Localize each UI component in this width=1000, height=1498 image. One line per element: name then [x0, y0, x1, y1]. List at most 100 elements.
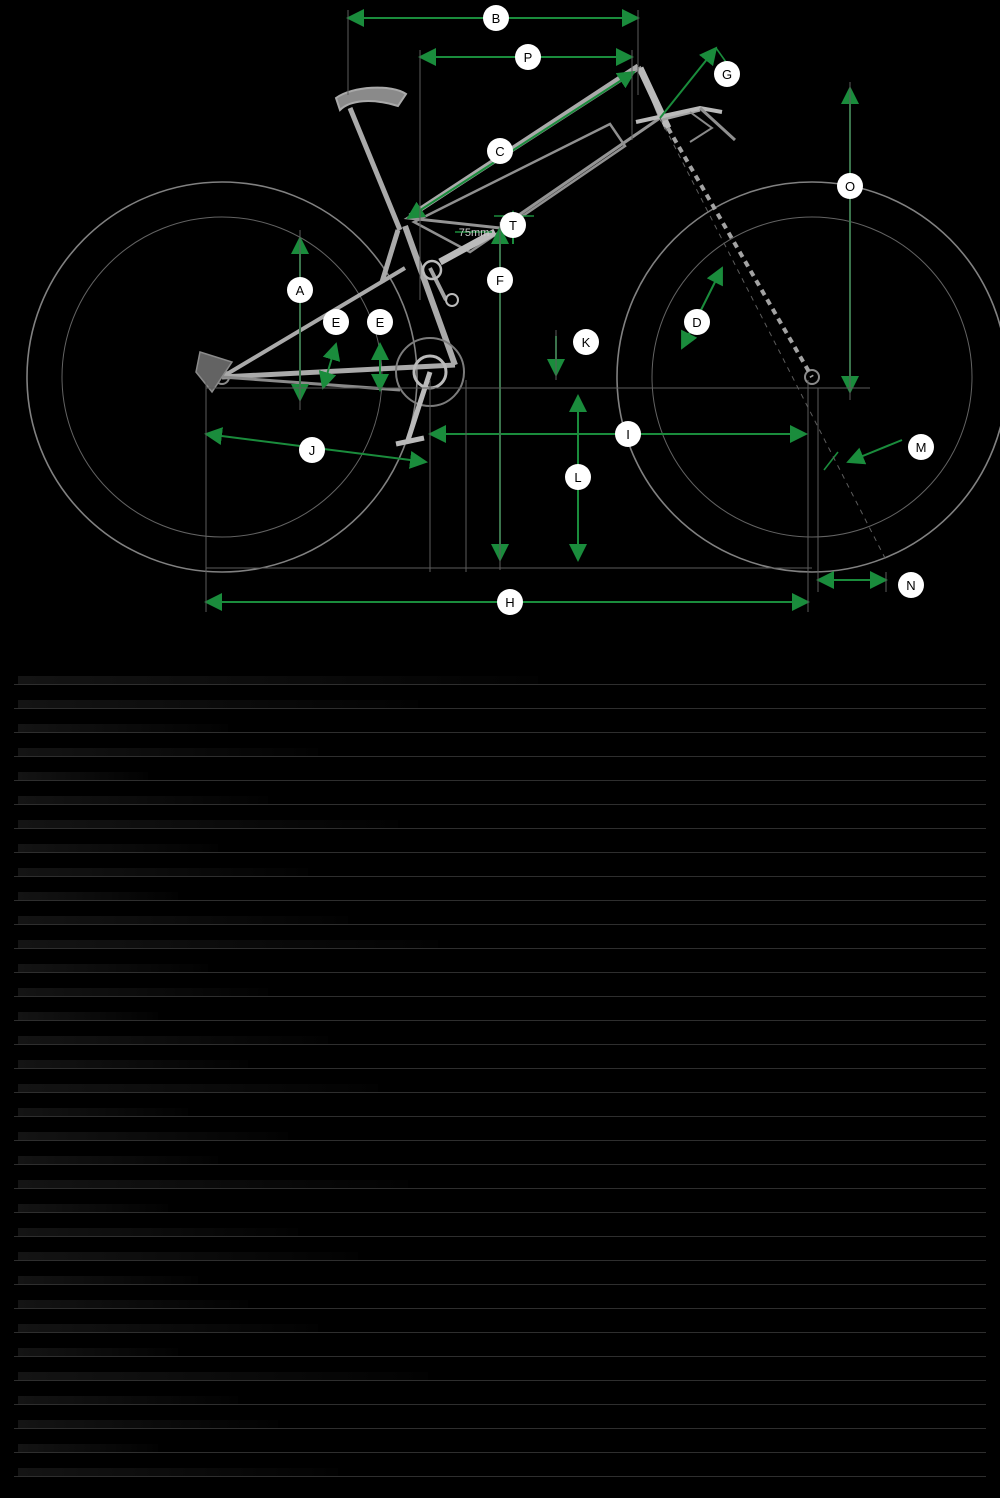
table-row	[14, 804, 986, 805]
table-row-text	[18, 1156, 218, 1164]
rear-wheel	[26, 181, 418, 573]
table-row	[14, 732, 986, 733]
table-row	[14, 1140, 986, 1141]
table-row-text	[18, 1012, 158, 1020]
table-row	[14, 1068, 986, 1069]
table-row-text	[18, 1420, 278, 1428]
callout-labels: A B C D E E F	[287, 5, 934, 615]
callout-J-text: J	[309, 443, 316, 458]
construction-lines	[205, 10, 887, 612]
callout-G: G	[714, 61, 740, 87]
dim-line-E	[318, 342, 341, 390]
table-row-text	[18, 1276, 198, 1284]
callout-I-text: I	[626, 427, 630, 442]
table-row-text	[18, 988, 268, 996]
table-row	[14, 924, 986, 925]
callout-A: A	[287, 277, 313, 303]
table-row-text	[18, 940, 438, 948]
table-row-text	[18, 1396, 238, 1404]
callout-M: M	[908, 434, 934, 460]
table-row	[14, 1476, 986, 1477]
chainstay	[221, 362, 456, 380]
table-row-text	[18, 1108, 188, 1116]
table-row-text	[18, 1036, 328, 1044]
callout-E: E	[323, 309, 349, 335]
callout-T: T	[500, 212, 526, 238]
table-row-text	[18, 1132, 288, 1140]
callout-G-text: G	[722, 67, 732, 82]
table-row-text	[18, 1252, 358, 1260]
front-wheel	[616, 181, 1000, 573]
callout-M-text: M	[916, 440, 927, 455]
callout-N: N	[898, 572, 924, 598]
table-row-text	[18, 1468, 338, 1476]
callout-K: K	[573, 329, 599, 355]
table-row-text	[18, 820, 398, 828]
dim-line-G	[659, 46, 718, 119]
dim-line-D	[681, 266, 723, 350]
callout-F: F	[487, 267, 513, 293]
table-row-text	[18, 796, 268, 804]
callout-J: J	[299, 437, 325, 463]
table-row-text	[18, 844, 218, 852]
table-row	[14, 684, 986, 685]
callout-O: O	[837, 173, 863, 199]
callout-L: L	[565, 464, 591, 490]
table-row-text	[18, 964, 208, 972]
specification-table	[0, 660, 1000, 1498]
table-row	[14, 1332, 986, 1333]
table-row-text	[18, 1180, 408, 1188]
callout-P: P	[515, 44, 541, 70]
table-row-text	[18, 748, 318, 756]
table-row-text	[18, 892, 178, 900]
callout-K-text: K	[582, 335, 591, 350]
table-row	[14, 996, 986, 997]
table-row	[14, 972, 986, 973]
table-row-text	[18, 724, 228, 732]
fork	[666, 126, 814, 379]
callout-C-text: C	[495, 144, 504, 159]
table-row-text	[18, 916, 348, 924]
dim-line-C	[406, 70, 636, 220]
callout-E2: E	[367, 309, 393, 335]
table-row	[14, 708, 986, 709]
table-row-text	[18, 1084, 378, 1092]
table-row-text	[18, 676, 538, 684]
table-row-text	[18, 1348, 178, 1356]
callout-D-text: D	[692, 315, 701, 330]
rear-shock	[438, 228, 497, 266]
callout-T-text: T	[509, 218, 517, 233]
seatstay	[220, 266, 407, 379]
table-row-text	[18, 772, 148, 780]
table-row-text	[18, 1204, 168, 1212]
callout-A-text: A	[296, 283, 305, 298]
table-row	[14, 1428, 986, 1429]
callout-E-text: E	[332, 315, 341, 330]
table-row	[14, 1404, 986, 1405]
table-row	[14, 828, 986, 829]
table-row	[14, 1092, 986, 1093]
callout-C: C	[487, 138, 513, 164]
saddle	[334, 86, 408, 112]
bike-illustration	[26, 63, 1000, 573]
table-row	[14, 1308, 986, 1309]
table-row	[14, 756, 986, 757]
callout-D: D	[684, 309, 710, 335]
table-row	[14, 1284, 986, 1285]
table-row	[14, 1356, 986, 1357]
table-row	[14, 1044, 986, 1045]
callout-F-text: F	[496, 273, 504, 288]
callout-B-text: B	[492, 11, 501, 26]
table-row-text	[18, 1324, 318, 1332]
table-row	[14, 852, 986, 853]
dim-line-M	[846, 439, 903, 465]
table-row	[14, 1212, 986, 1213]
table-row-text	[18, 1372, 428, 1380]
travel-annotation: 75mm	[459, 227, 490, 239]
table-row-text	[18, 1444, 158, 1452]
seatpost	[347, 107, 403, 231]
table-row	[14, 1164, 986, 1165]
table-row	[14, 948, 986, 949]
callout-I: I	[615, 421, 641, 447]
table-row	[14, 780, 986, 781]
